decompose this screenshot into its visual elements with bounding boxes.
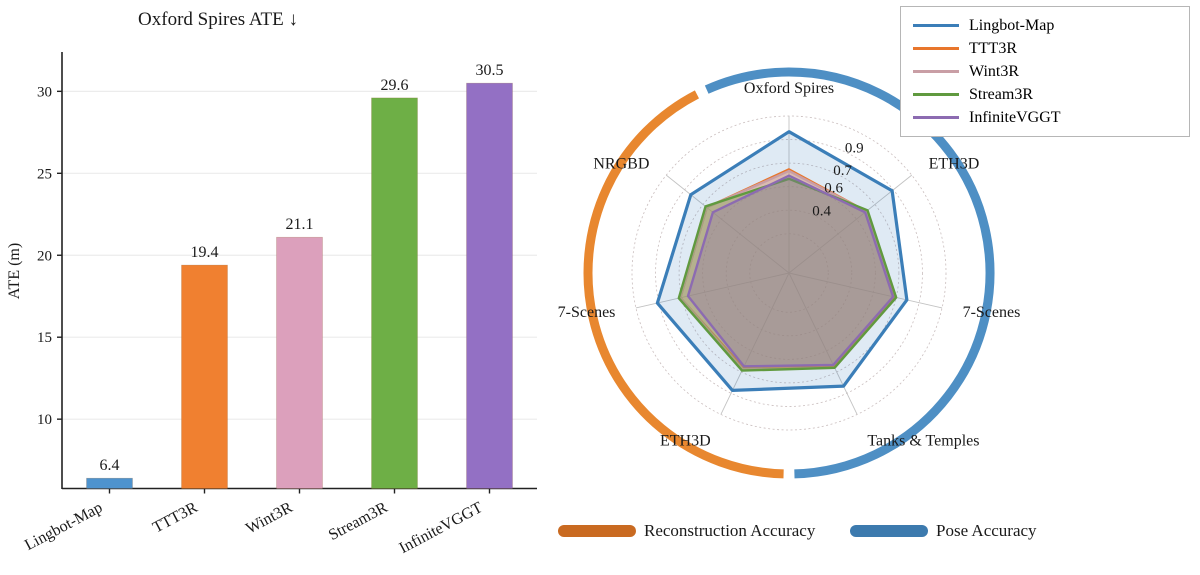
bar	[466, 82, 513, 489]
legend-item-label: Wint3R	[969, 62, 1020, 80]
x-category-label: Stream3R	[326, 499, 391, 544]
y-tick-label: 20	[37, 248, 52, 264]
x-category-label: Lingbot-Map	[22, 499, 105, 554]
legend-item-label: Stream3R	[969, 85, 1033, 103]
bar-value-label: 29.6	[381, 77, 409, 94]
radar-spoke	[635, 272, 790, 309]
bar-value-label: 6.4	[100, 457, 120, 474]
bar-chart-svg: Oxford Spires ATE ↓ 10 15 20 25 30 ATE (m) 6…	[6, 9, 537, 557]
radar-tick-labels: 0.9 0.70.6 0.4	[812, 141, 863, 220]
bar	[86, 477, 133, 489]
radar-r-tick-label: 0.7	[833, 163, 852, 179]
legend-item-label: InfiniteVGGT	[969, 108, 1061, 126]
radar-axis-label: Tanks & Temples	[867, 433, 979, 450]
legend-color-swatch	[913, 116, 959, 119]
radar-r-tick-label: 0.4	[812, 203, 831, 219]
radar-spoke	[788, 272, 943, 309]
reconstruction-legend-swatch	[558, 525, 636, 537]
radar-grid-circle	[678, 162, 900, 384]
bar	[181, 264, 228, 489]
radar-polygon-stream3r	[677, 177, 898, 372]
y-tick-label: 15	[37, 330, 52, 346]
legend-item[interactable]: InfiniteVGGT	[909, 106, 1179, 129]
pose-accuracy-arc	[704, 67, 995, 479]
legend-item[interactable]: Stream3R	[909, 83, 1179, 106]
legend-color-swatch	[913, 24, 959, 27]
radar-axis-label: NRGBD	[593, 155, 649, 172]
radar-r-tick-label: 0.9	[845, 141, 864, 157]
radar-axis-label: ETH3D	[660, 433, 711, 450]
radar-axis-label: ETH3D	[929, 155, 980, 172]
bar-value-label: 21.1	[286, 216, 314, 233]
radar-grid-circle	[725, 209, 853, 337]
y-axis-ticks: 10 15 20 25 30	[37, 84, 62, 428]
x-category-label: TTT3R	[150, 499, 201, 537]
legend-item-label: TTT3R	[969, 39, 1017, 57]
bar-value-labels: 6.4 19.4 21.1 29.6 30.5	[100, 62, 504, 474]
bar	[371, 97, 418, 489]
y-tick-label: 25	[37, 166, 52, 182]
radar-group-arcs	[583, 67, 995, 479]
y-tick-label: 30	[37, 84, 52, 100]
pose-legend-label: Pose Accuracy	[936, 521, 1037, 540]
reconstruction-accuracy-arc	[583, 90, 784, 479]
bar-chart-panel: Oxford Spires ATE ↓ 10 15 20 25 30 ATE (m) 6…	[0, 0, 560, 575]
x-category-label: Wint3R	[243, 499, 295, 538]
legend-item[interactable]: TTT3R	[909, 37, 1179, 60]
bar-value-label: 19.4	[191, 244, 219, 261]
pose-legend-swatch	[850, 525, 928, 537]
radar-r-tick-label: 0.6	[824, 180, 843, 196]
radar-spoke	[788, 272, 858, 415]
legend-item-label: Lingbot-Map	[969, 16, 1055, 34]
x-axis-ticks	[108, 488, 491, 494]
x-category-label: InfiniteVGGT	[397, 499, 486, 557]
bar-series	[86, 82, 513, 489]
radar-axis-label: 7-Scenes	[558, 304, 616, 321]
radar-axis-label: 7-Scenes	[963, 304, 1021, 321]
radar-polygon-lingbot-map	[655, 130, 909, 393]
y-axis-label: ATE (m)	[6, 243, 23, 299]
bar-chart-title: Oxford Spires ATE ↓	[138, 9, 298, 30]
arc-legend: Reconstruction Accuracy Pose Accuracy	[558, 521, 1037, 540]
legend-item[interactable]: Wint3R	[909, 60, 1179, 83]
legend-color-swatch	[913, 47, 959, 50]
bar	[276, 236, 323, 489]
y-tick-label: 10	[37, 412, 52, 428]
bar-value-label: 30.5	[476, 62, 504, 79]
legend-item[interactable]: Lingbot-Map	[909, 14, 1179, 37]
radar-series	[655, 130, 909, 393]
reconstruction-legend-label: Reconstruction Accuracy	[644, 521, 816, 540]
legend-color-swatch	[913, 93, 959, 96]
radar-grid-circle	[655, 139, 923, 407]
radar-spoke	[665, 174, 790, 274]
radar-axis-label: Oxford Spires	[744, 80, 834, 97]
radar-polygon-infinitevggt	[686, 174, 895, 368]
legend-color-swatch	[913, 70, 959, 73]
